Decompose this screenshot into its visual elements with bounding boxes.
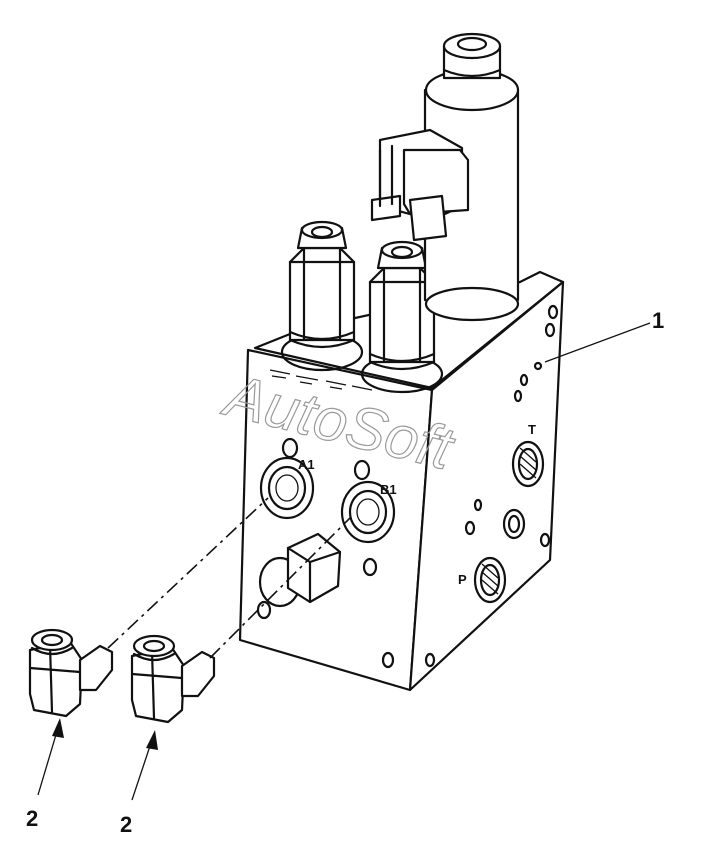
side-port-aux [502,508,526,540]
callout-2-right: 2 [120,812,132,837]
solenoid-connector [370,128,470,242]
elbow-fitting-right [130,634,216,724]
side-port-t [511,440,545,488]
side-port-p [473,556,507,604]
block-marking [269,369,373,391]
arrow-2-right [131,730,158,801]
port-label-p: P [458,572,467,587]
leader-1 [544,322,651,363]
port-label-t: T [528,422,536,437]
port-label-a1: A1 [298,457,315,472]
cartridge-valve-left [280,220,364,372]
assembly-line-a1 [107,497,269,649]
elbow-fitting-left [28,628,114,718]
port-label-b1: B1 [380,482,397,497]
port-a1 [259,456,315,520]
assembly-line-b1 [209,517,351,659]
callout-2-left: 2 [26,806,38,831]
front-plug [258,532,342,608]
port-b1 [340,480,396,544]
arrow-2-left [37,718,64,796]
callout-1: 1 [652,308,664,333]
